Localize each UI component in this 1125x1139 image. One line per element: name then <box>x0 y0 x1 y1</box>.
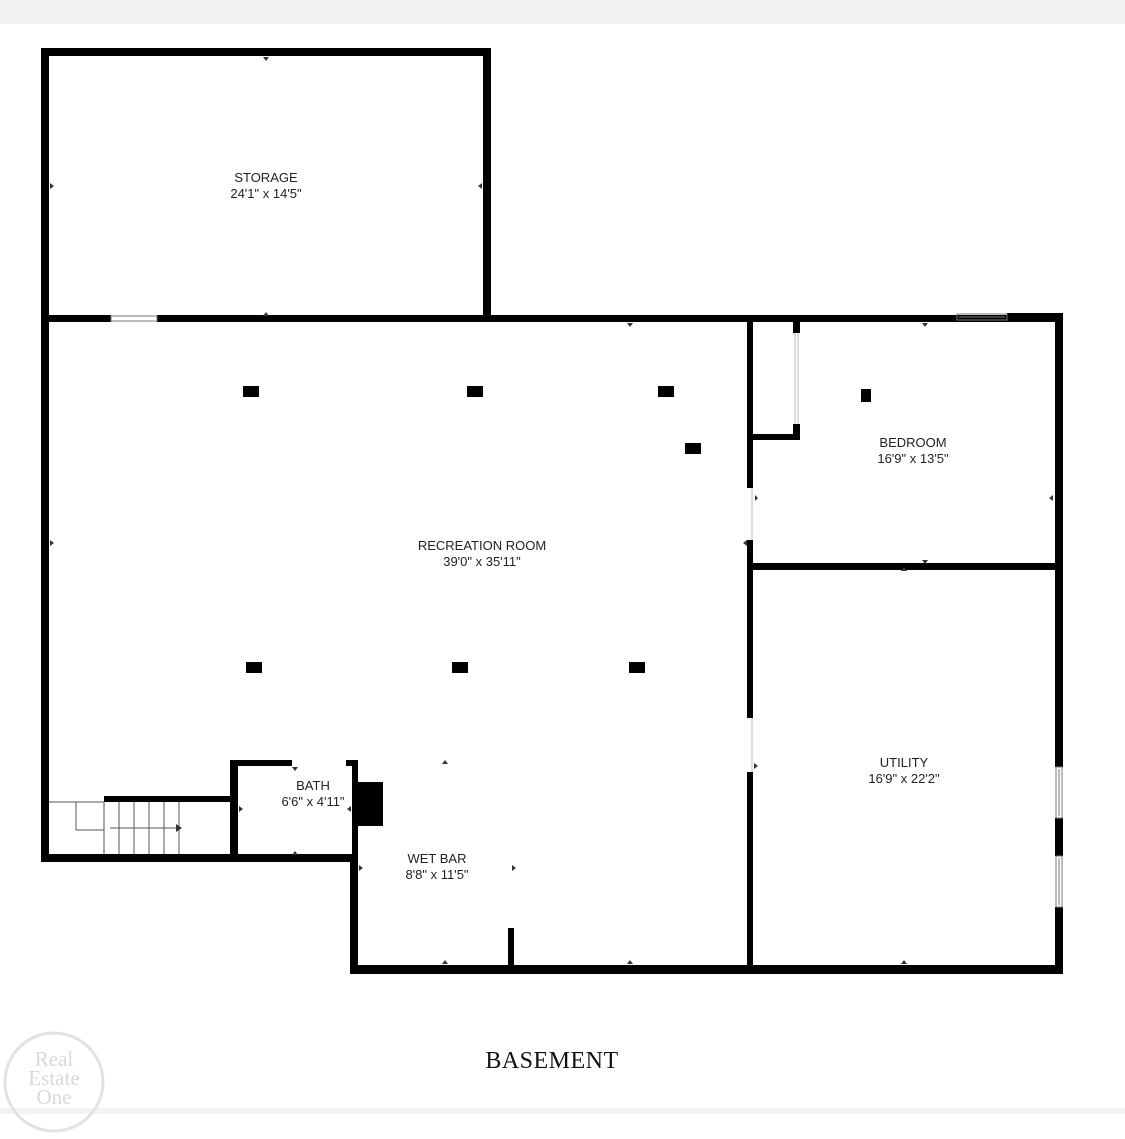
dimension-ticks <box>50 57 1053 964</box>
window-rec-top <box>110 315 158 322</box>
wet-bar-block <box>358 782 383 826</box>
window-bedroom-top <box>956 313 1008 321</box>
wall-wetbar-west <box>350 854 358 974</box>
wall-east-2 <box>1055 818 1063 856</box>
stairs <box>49 801 180 854</box>
wall-bath-east <box>352 760 358 860</box>
bottom-band-fill <box>0 1114 1125 1137</box>
window-utility-2 <box>1055 855 1063 908</box>
room-recreation: RECREATION ROOM 39'0" x 35'11" <box>418 538 546 570</box>
room-name: WET BAR <box>407 851 467 866</box>
room-name: STORAGE <box>234 170 298 185</box>
room-utility: UTILITY 16'9" x 22'2" <box>868 755 939 787</box>
room-name: BATH <box>296 778 330 793</box>
wall-stair-bottom <box>41 854 358 862</box>
room-name: UTILITY <box>879 755 929 770</box>
watermark-line: One <box>36 1085 72 1109</box>
wall-south <box>350 965 1063 974</box>
room-name: RECREATION ROOM <box>417 538 547 553</box>
room-bedroom: BEDROOM 16'9" x 13'5" <box>877 435 948 467</box>
stair-arrow <box>176 824 182 832</box>
room-dims: 6'6" x 4'11" <box>281 794 345 809</box>
logo-ring-icon <box>3 1031 105 1133</box>
windows <box>110 313 1063 908</box>
walls <box>41 48 1063 974</box>
room-dims: 24'1" x 14'5" <box>230 186 302 201</box>
wall-rec-east-2 <box>747 540 753 718</box>
wall-bath-top-1 <box>230 760 292 766</box>
room-name: BEDROOM <box>879 435 947 450</box>
top-band <box>0 0 1125 24</box>
wall-east-3 <box>1055 907 1063 974</box>
wall-east-1 <box>1055 313 1063 767</box>
wall-rec-east-3 <box>747 772 753 970</box>
room-storage: STORAGE 24'1" x 14'5" <box>230 170 301 202</box>
wall-main-top-3 <box>1007 313 1063 321</box>
room-dims: 39'0" x 35'11" <box>443 554 521 569</box>
wall-main-top-1 <box>41 315 111 322</box>
watermark-logo: Real Estate One <box>2 1030 106 1134</box>
columns <box>243 386 871 673</box>
room-dims: 8'8" x 11'5" <box>405 867 469 882</box>
wall-storage-east <box>483 48 491 318</box>
watermark-line: Real <box>34 1047 74 1071</box>
wall-rec-east-1 <box>747 318 753 488</box>
wall-bath-west <box>230 760 238 860</box>
room-dims: 16'9" x 13'5" <box>877 451 949 466</box>
room-wetbar: WET BAR 8'8" x 11'5" <box>405 851 468 883</box>
floor-title: BASEMENT <box>485 1048 619 1074</box>
wall-stair-top <box>104 796 234 802</box>
window-utility-1 <box>1055 766 1063 819</box>
wall-main-top-2 <box>157 315 1063 322</box>
room-dims: 16'9" x 22'2" <box>868 771 940 786</box>
wall-closet-top <box>793 321 800 333</box>
closet-door <box>751 333 799 772</box>
wall-bed-util <box>750 563 1060 570</box>
watermark-text: Real Estate One <box>2 1047 106 1109</box>
wall-storage-top <box>41 48 491 56</box>
watermark-line: Estate <box>28 1066 80 1090</box>
wall-closet-bottom <box>750 434 799 440</box>
wall-west <box>41 48 49 862</box>
wall-wetbar-stub <box>508 928 514 968</box>
room-bath: BATH 6'6" x 4'11" <box>281 778 344 810</box>
wall-closet-side <box>793 424 800 440</box>
